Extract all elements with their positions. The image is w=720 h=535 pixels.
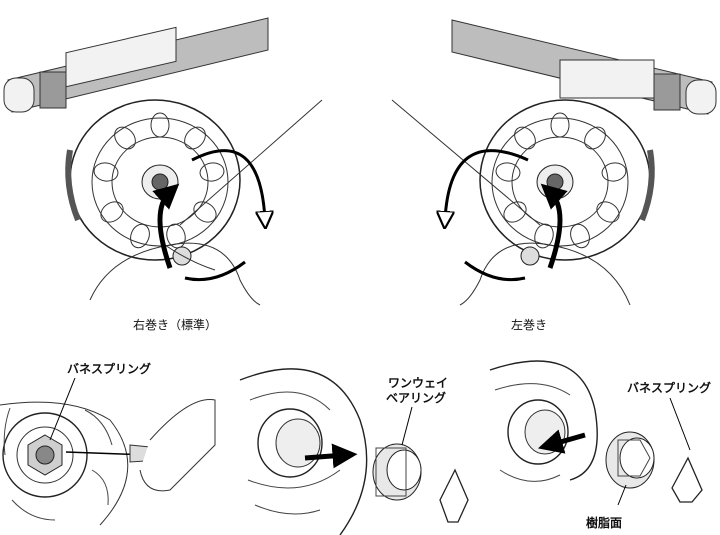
spring-clip-1	[439, 468, 469, 523]
hand-right	[459, 242, 631, 306]
reel-right-wind	[3, 17, 323, 306]
resin-bearing	[605, 431, 655, 489]
rotation-arrows-left	[152, 149, 265, 282]
panel-bearing-in	[489, 360, 703, 506]
panel-bearing-out	[239, 368, 469, 535]
label-spring-1: バネスプリング	[67, 362, 152, 376]
leader-spring-2	[669, 397, 691, 451]
label-one-way: ワンウェイ	[388, 376, 449, 390]
reel-body-right	[479, 99, 655, 266]
hand-left	[89, 242, 261, 306]
label-bearing: ベアリング	[386, 391, 447, 405]
rotation-arrows-right	[445, 149, 568, 282]
line-rod-right	[391, 99, 541, 226]
leader-bearing	[401, 406, 413, 446]
reel-left-wind	[391, 19, 717, 306]
spring-clip-2	[671, 456, 703, 503]
reel-body-left	[65, 99, 241, 266]
label-left-wind: 左巻き	[511, 318, 548, 332]
label-right-wind: 右巻き（標準）	[133, 318, 218, 332]
leader-spring-1	[49, 377, 76, 441]
leader-resin	[617, 484, 627, 506]
rod-right	[451, 19, 717, 115]
label-resin-face: 樹脂面	[586, 516, 623, 530]
one-way-bearing	[372, 443, 422, 501]
label-spring-2: バネスプリング	[627, 381, 712, 395]
rod-left	[3, 17, 269, 113]
panel-spring-removal	[0, 377, 216, 526]
